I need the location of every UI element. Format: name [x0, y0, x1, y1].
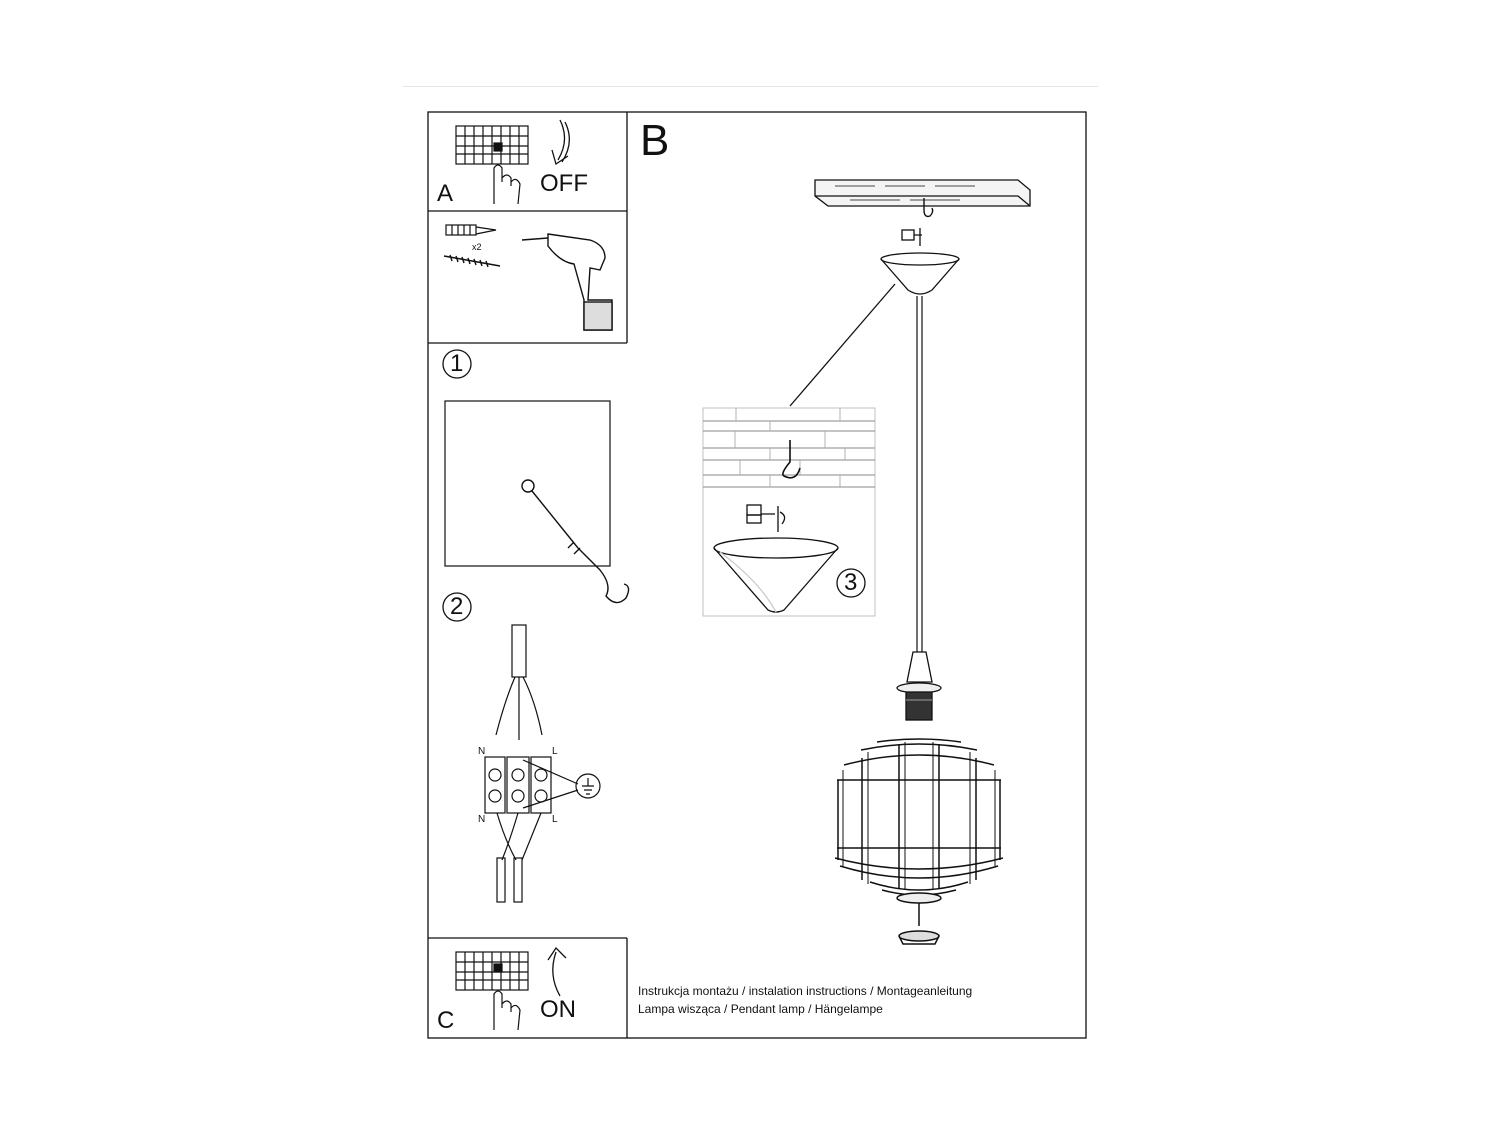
breaker-on-icon: [455, 951, 529, 1031]
ceiling-plate: [814, 179, 1031, 207]
live-label-top: L: [552, 746, 558, 757]
neutral-label-bottom: N: [478, 814, 486, 825]
ceiling-hook-icon: [923, 198, 934, 218]
caption-line-1: Instrukcja montażu / instalation instruc…: [638, 984, 973, 998]
breaker-off-icon: [455, 125, 529, 205]
neutral-label-top: N: [478, 746, 486, 757]
switch-on-text: ON: [540, 996, 576, 1023]
wiring-diagram: [484, 624, 601, 903]
drill-icon: [521, 233, 613, 331]
caption-line-2: Lampa wisząca / Pendant lamp / Hängelamp…: [638, 1002, 883, 1016]
anchor-quantity: x2: [472, 242, 482, 252]
step-3-number: 3: [844, 569, 858, 596]
canopy: [789, 228, 960, 407]
arrow-down-icon: [551, 119, 570, 166]
arrow-up-icon: [547, 946, 567, 997]
ground-icon: [575, 773, 601, 799]
hook-anchor-icon: [521, 479, 630, 604]
live-label-bottom: L: [552, 814, 558, 825]
section-b-label: B: [640, 116, 670, 165]
detail-inset: [702, 407, 876, 617]
wall-plug-icon: [445, 224, 497, 236]
step-1-number: 1: [450, 350, 464, 377]
inset-canopy: [713, 504, 839, 613]
step-3-badge: [836, 568, 866, 598]
sheet-frame: [427, 111, 1087, 1039]
cage-shade: [834, 738, 1004, 945]
step-2-number: 2: [450, 593, 464, 620]
step-2-badge: [442, 592, 472, 622]
switch-off-text: OFF: [540, 170, 588, 197]
step-1-badge: [442, 349, 472, 379]
top-divider: [403, 86, 1098, 87]
section-c-label: C: [437, 1007, 455, 1034]
lamp-holder: [896, 651, 942, 721]
section-a-label: A: [437, 180, 454, 207]
screw-icon: [443, 254, 501, 268]
ceiling-square: [444, 400, 611, 567]
inset-hook-icon: [782, 440, 801, 479]
